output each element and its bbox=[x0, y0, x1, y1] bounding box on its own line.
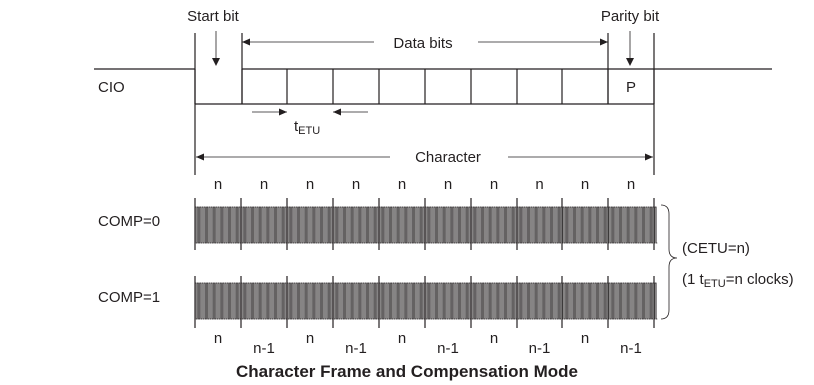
frame-boundaries bbox=[194, 33, 655, 175]
comp0-count-label: n bbox=[627, 176, 635, 193]
comp1-count-labels: n n-1 n n-1 n n-1 n n-1 n n-1 bbox=[214, 330, 642, 357]
comp0-label: COMP=0 bbox=[98, 213, 160, 230]
parity-bit-arrow bbox=[626, 31, 634, 66]
comp1-count-label: n bbox=[398, 330, 406, 347]
comp0-count-label: n bbox=[352, 176, 360, 193]
start-bit-label: Start bit bbox=[187, 8, 240, 25]
comp1-count-label: n-1 bbox=[437, 340, 459, 357]
comp1-count-label: n bbox=[306, 330, 314, 347]
parity-cell-label: P bbox=[626, 79, 636, 96]
tetu-label: tETU bbox=[294, 118, 320, 137]
comp0-count-label: n bbox=[444, 176, 452, 193]
comp0-count-label: n bbox=[214, 176, 222, 193]
clocks-per-etu-label: (1 tETU=n clocks) bbox=[682, 271, 794, 290]
character-range bbox=[196, 153, 653, 161]
comp1-label: COMP=1 bbox=[98, 289, 160, 306]
cetu-label: (CETU=n) bbox=[682, 240, 750, 257]
comp1-count-label: n-1 bbox=[253, 340, 275, 357]
comp1-count-label: n bbox=[490, 330, 498, 347]
parity-bit-label: Parity bit bbox=[601, 8, 660, 25]
comp0-count-label: n bbox=[535, 176, 543, 193]
comp0-count-label: n bbox=[306, 176, 314, 193]
cio-label: CIO bbox=[98, 79, 125, 96]
right-brace bbox=[660, 204, 678, 320]
comp0-count-label: n bbox=[490, 176, 498, 193]
etu-separators bbox=[194, 198, 655, 328]
comp1-count-label: n bbox=[214, 330, 222, 347]
data-bits-range bbox=[242, 38, 608, 46]
comp1-clock-train bbox=[194, 282, 658, 320]
character-label: Character bbox=[415, 149, 481, 166]
comp0-count-label: n bbox=[581, 176, 589, 193]
comp1-count-label: n-1 bbox=[529, 340, 551, 357]
comp0-count-label: n bbox=[260, 176, 268, 193]
cio-waveform bbox=[94, 68, 772, 105]
comp0-count-label: n bbox=[398, 176, 406, 193]
start-bit-arrow bbox=[212, 31, 220, 66]
comp1-count-label: n-1 bbox=[345, 340, 367, 357]
comp1-count-label: n-1 bbox=[620, 340, 642, 357]
tetu-arrows bbox=[252, 108, 368, 116]
comp1-count-label: n bbox=[581, 330, 589, 347]
comp0-clock-train bbox=[194, 206, 658, 244]
data-bits-label: Data bits bbox=[393, 35, 452, 52]
diagram-title: Character Frame and Compensation Mode bbox=[236, 362, 578, 381]
